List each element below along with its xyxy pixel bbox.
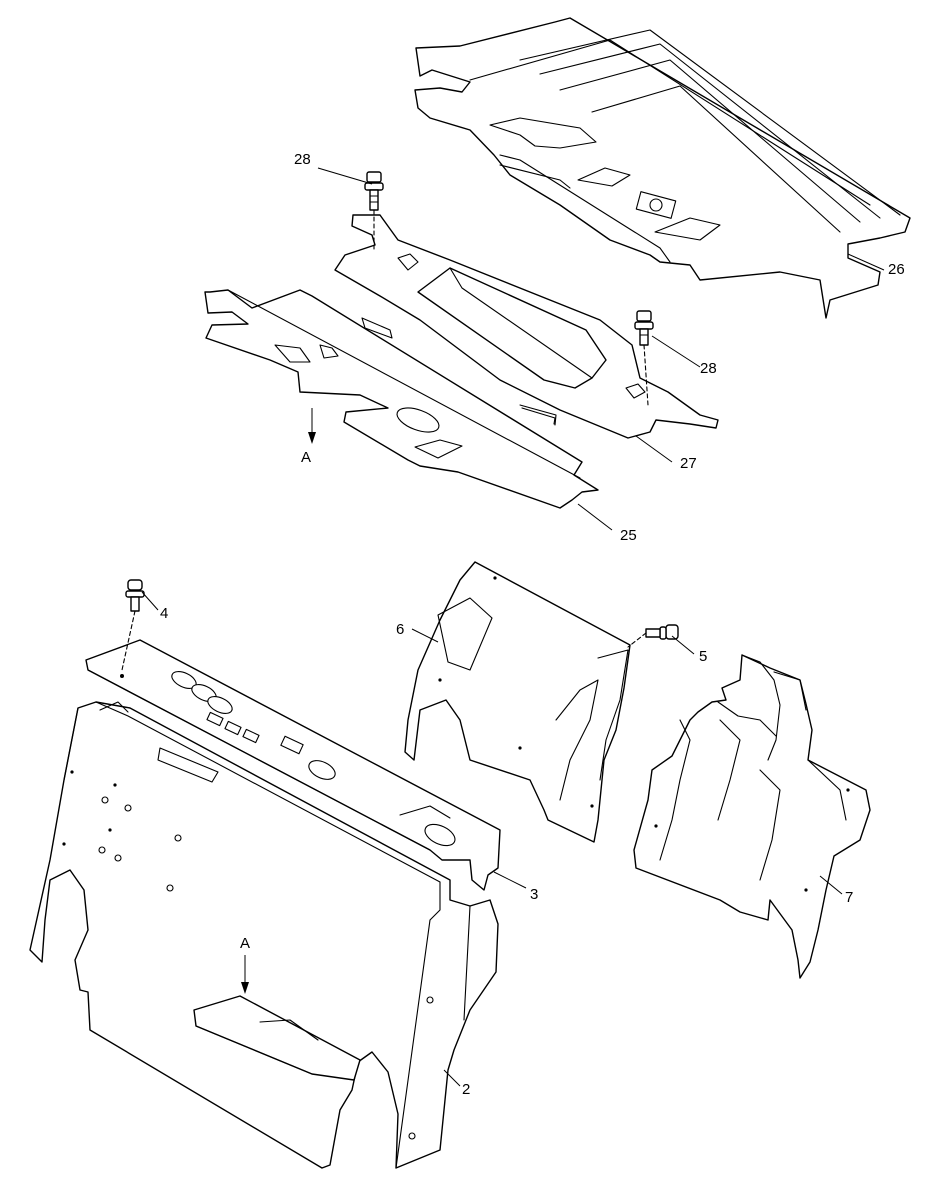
part-2-main-panel[interactable] (29, 701, 499, 1169)
callout-3: 3 (530, 886, 538, 903)
callout-27: 27 (680, 455, 697, 472)
view-a-upper-label: A (301, 449, 311, 466)
callout-6: 6 (396, 621, 404, 638)
view-a-upper-arrow (308, 408, 316, 444)
callout-28-top: 28 (294, 151, 311, 168)
callout-28-right: 28 (700, 360, 717, 377)
callout-26: 26 (888, 261, 905, 278)
view-a-lower-arrow (241, 955, 249, 994)
callout-4: 4 (160, 605, 168, 622)
part-26-floor-panel[interactable] (414, 17, 911, 319)
leader-lines (141, 167, 885, 1087)
part-7-side-shield[interactable] (633, 654, 871, 979)
part-27-channel-panel[interactable] (334, 214, 719, 439)
view-a-lower-label: A (240, 935, 250, 952)
callout-5: 5 (699, 648, 707, 665)
callout-7: 7 (845, 889, 853, 906)
part-3-top-channel[interactable] (85, 639, 501, 891)
callout-2: 2 (462, 1081, 470, 1098)
part-6-side-shield[interactable] (404, 561, 631, 843)
part-5-bolt[interactable] (627, 624, 679, 648)
part-28-right-bolt[interactable] (634, 310, 654, 406)
part-28-top-bolt[interactable] (364, 171, 384, 251)
callout-25: 25 (620, 527, 637, 544)
part-25-cross-panel[interactable] (204, 289, 599, 509)
part-4-bolt[interactable] (121, 579, 145, 671)
